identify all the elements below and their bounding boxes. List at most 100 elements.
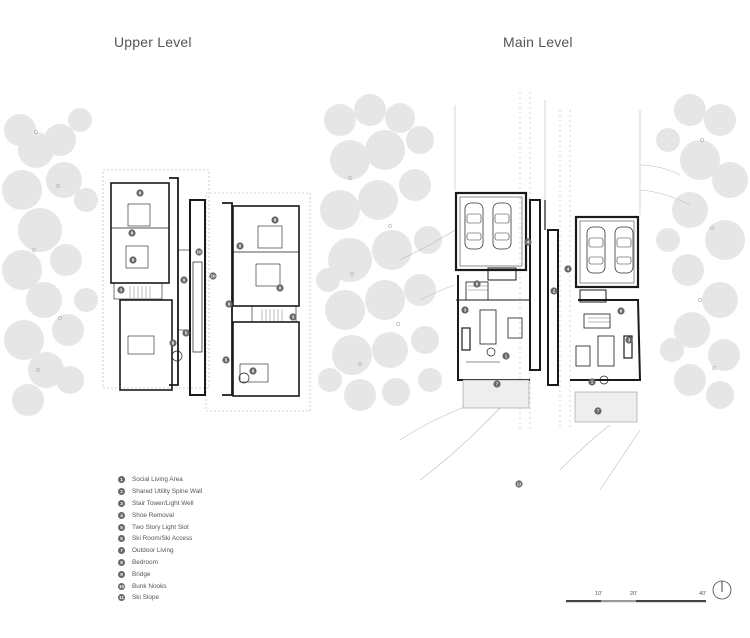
marker-4: 4	[524, 238, 532, 246]
marker-3: 3	[461, 306, 469, 314]
legend-item: 4 Shoe Removal	[118, 509, 202, 521]
svg-text:8: 8	[131, 231, 134, 236]
stair-treads	[129, 285, 610, 323]
scale-tick-10: 10'	[595, 591, 603, 597]
marker-1: 1	[502, 352, 510, 360]
svg-text:8: 8	[274, 218, 277, 223]
marker-8: 8	[128, 229, 136, 237]
legend-number: 11	[118, 594, 125, 602]
marker-10: 10	[195, 248, 203, 256]
legend-number: 2	[118, 488, 125, 496]
marker-4: 4	[564, 265, 572, 273]
legend-item: 6 Ski Room/Ski Access	[118, 533, 202, 545]
svg-text:8: 8	[252, 369, 255, 374]
legend-item: 3 Stair Tower/Light Well	[118, 498, 202, 510]
marker-7: 7	[594, 407, 602, 415]
marker-5: 5	[182, 329, 190, 337]
site-lines	[399, 105, 691, 491]
upper-level-title: Upper Level	[114, 34, 192, 50]
marker-5: 5	[222, 356, 230, 364]
svg-text:8: 8	[139, 191, 142, 196]
svg-text:3: 3	[464, 308, 467, 313]
upper-level-outline	[102, 169, 311, 412]
svg-text:10: 10	[210, 274, 216, 279]
svg-text:6: 6	[620, 309, 623, 314]
svg-text:8: 8	[172, 341, 175, 346]
marker-1: 1	[588, 378, 596, 386]
marker-3: 3	[117, 286, 125, 294]
outdoor-living-right	[574, 391, 638, 423]
marker-8: 8	[129, 256, 137, 264]
svg-text:7: 7	[496, 382, 499, 387]
legend-label: Ski Room/Ski Access	[132, 535, 193, 543]
svg-text:8: 8	[239, 244, 242, 249]
legend-number: 4	[118, 511, 125, 519]
marker-8: 8	[276, 284, 284, 292]
legend-label: Social Living Area	[132, 476, 183, 484]
legend-item: 10 Bunk Nooks	[118, 580, 202, 592]
tree-canopy-group	[2, 94, 748, 416]
legend-number: 8	[118, 558, 125, 566]
svg-text:2: 2	[553, 289, 556, 294]
legend-label: Outdoor Living	[132, 547, 174, 555]
marker-3: 3	[289, 313, 297, 321]
scale-bar	[566, 600, 706, 603]
svg-text:1: 1	[591, 380, 594, 385]
scale-tick-20: 20'	[630, 591, 638, 597]
svg-text:11: 11	[517, 482, 522, 487]
marker-2: 2	[550, 287, 558, 295]
legend-number: 3	[118, 499, 125, 507]
marker-11: 11	[515, 480, 523, 488]
scale-tick-40: 40'	[699, 591, 707, 597]
marker-6: 6	[473, 280, 481, 288]
svg-text:4: 4	[567, 267, 570, 272]
tree-trunk-dots	[32, 130, 716, 372]
svg-text:10: 10	[196, 250, 202, 255]
legend-label: Ski Slope	[132, 594, 159, 602]
legend-label: Stair Tower/Light Well	[132, 499, 194, 507]
svg-text:9: 9	[183, 278, 186, 283]
legend-item: 5 Two Story Light Slot	[118, 521, 202, 533]
legend-number: 6	[118, 535, 125, 543]
svg-text:8: 8	[132, 258, 135, 263]
main-level-right-unit	[544, 200, 642, 386]
marker-8: 8	[271, 216, 279, 224]
north-arrow-icon	[712, 580, 732, 600]
marker-8: 8	[249, 367, 257, 375]
marker-9: 9	[225, 300, 233, 308]
svg-text:3: 3	[292, 315, 295, 320]
legend-number: 5	[118, 523, 125, 531]
legend-item: 7 Outdoor Living	[118, 545, 202, 557]
svg-text:5: 5	[185, 331, 188, 336]
svg-text:7: 7	[597, 409, 600, 414]
main-level-left-unit	[454, 191, 541, 381]
marker-9: 9	[180, 276, 188, 284]
marker-8: 8	[236, 242, 244, 250]
svg-text:9: 9	[228, 302, 231, 307]
legend-label: Bridge	[132, 570, 151, 578]
svg-text:4: 4	[527, 240, 530, 245]
svg-text:8: 8	[279, 286, 282, 291]
svg-text:1: 1	[505, 354, 508, 359]
legend-number: 10	[118, 582, 125, 590]
legend-label: Shoe Removal	[132, 511, 174, 519]
legend-number: 7	[118, 547, 125, 555]
legend-label: Bunk Nooks	[132, 582, 167, 590]
marker-8: 8	[169, 339, 177, 347]
svg-text:3: 3	[628, 338, 631, 343]
main-level-title: Main Level	[503, 34, 573, 50]
legend-item: 11 Ski Slope	[118, 592, 202, 604]
marker-7: 7	[493, 380, 501, 388]
marker-3: 3	[625, 336, 633, 344]
upper-level-walls	[110, 177, 300, 397]
marker-8: 8	[136, 189, 144, 197]
marker-10: 10	[209, 272, 217, 280]
legend-label: Two Story Light Slot	[132, 523, 189, 531]
